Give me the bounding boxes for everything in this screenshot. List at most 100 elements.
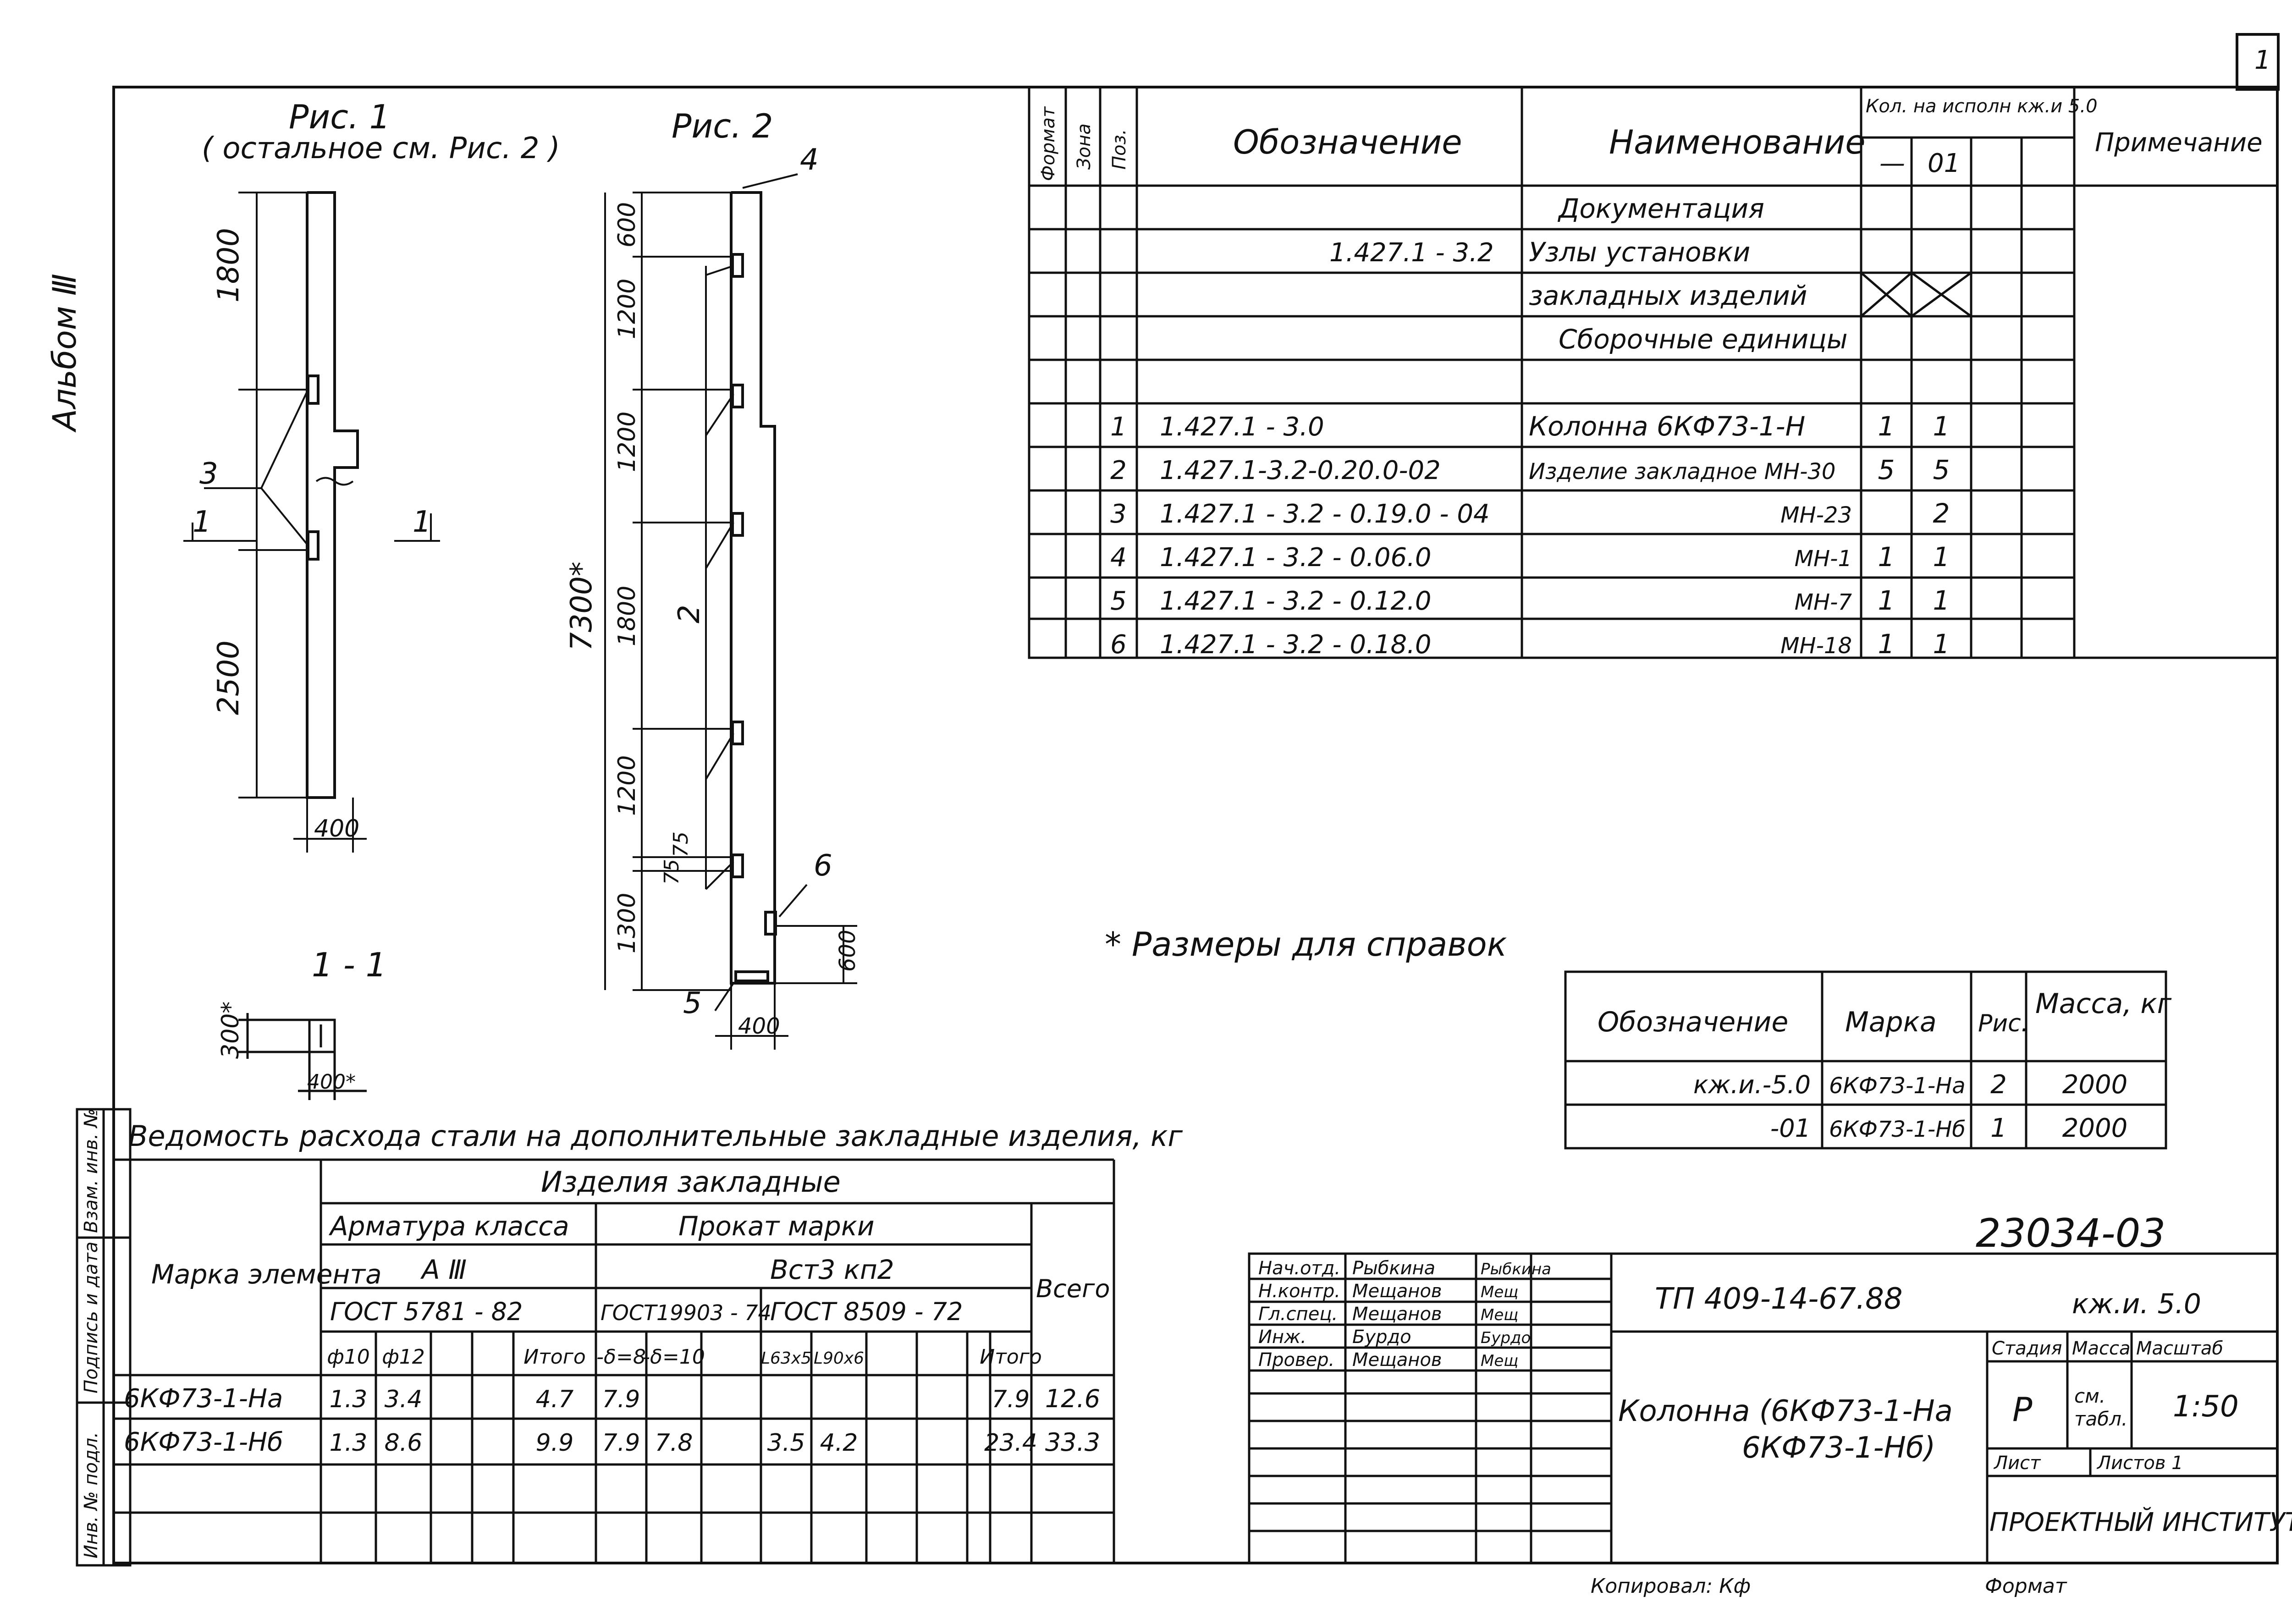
steel-h-mark: Марка элемента bbox=[151, 1259, 382, 1290]
fig2-dim-600: 600 bbox=[613, 202, 641, 248]
fig2-dim-400: 400 bbox=[738, 1013, 780, 1039]
spec-row-qty1: 1 bbox=[1878, 411, 1895, 442]
fig2-callout-5: 5 bbox=[683, 986, 702, 1020]
signer-role: Инж. bbox=[1258, 1327, 1306, 1348]
spec-h-name: Наименование bbox=[1609, 123, 1866, 161]
steel-subheader: -δ=8 bbox=[596, 1345, 646, 1369]
mark-h-mark: Марка bbox=[1845, 1006, 1937, 1038]
signer-signature: Мещ bbox=[1481, 1352, 1518, 1370]
mark-row-mass: 2000 bbox=[2062, 1070, 2128, 1100]
mark-row-fig: 1 bbox=[1990, 1113, 2007, 1143]
spec-row-name: Колонна 6КФ73-1-Н bbox=[1529, 411, 1805, 442]
fig2-dim-75a: 75 bbox=[669, 831, 693, 857]
tb-sheets-label: Листов 1 bbox=[2096, 1453, 2183, 1474]
fig1-subtitle: ( остальное см. Рис. 2 ) bbox=[202, 132, 560, 165]
mark-row-fig: 2 bbox=[1990, 1070, 2007, 1100]
mark-row-mark: 6КФ73-1-Нб bbox=[1829, 1117, 1966, 1142]
steel-subheader: Итого bbox=[980, 1345, 1042, 1369]
steel-h-gost2: ГОСТ19903 - 74 bbox=[601, 1300, 771, 1325]
spec-row-name: Сборочные единицы bbox=[1559, 324, 1848, 355]
steel-h-rolled: Прокат марки bbox=[678, 1211, 875, 1242]
steel-row-cell: 7.9 bbox=[602, 1386, 640, 1413]
steel-title: Ведомость расхода стали на дополнительны… bbox=[128, 1119, 1183, 1153]
steel-row-cell: 7.8 bbox=[655, 1429, 693, 1457]
fig1-dim-2500: 2500 bbox=[212, 640, 246, 715]
signer-signature: Мещ bbox=[1481, 1283, 1518, 1301]
steel-h-gost3: ГОСТ 8509 - 72 bbox=[770, 1297, 963, 1326]
steel-subheader: -δ=10 bbox=[643, 1345, 705, 1369]
tb-scale-label: Масштаб bbox=[2136, 1338, 2223, 1359]
steel-row-cell: 3.5 bbox=[767, 1429, 805, 1457]
spec-row-name: Документация bbox=[1557, 193, 1764, 224]
steel-row-cell: 23.4 bbox=[984, 1429, 1037, 1457]
signer-signature: Мещ bbox=[1481, 1306, 1518, 1324]
footnote: * Размеры для справок bbox=[1105, 925, 1507, 963]
mark-h-fig: Рис. bbox=[1978, 1010, 2028, 1037]
stamp-sign-date: Подпись и дата bbox=[81, 1242, 102, 1393]
steel-row-cell: 4.7 bbox=[536, 1386, 574, 1413]
side-stamp bbox=[76, 1108, 132, 1567]
spec-row-designation: 1.427.1 - 3.2 - 0.18.0 bbox=[1160, 630, 1432, 660]
spec-row-designation: 1.427.1 - 3.2 - 0.19.0 - 04 bbox=[1160, 499, 1490, 529]
mark-h-mass: Масса, кг bbox=[2035, 988, 2172, 1020]
spec-row-pos: 1 bbox=[1110, 412, 1127, 442]
steel-table-grid bbox=[114, 1158, 1115, 1563]
steel-row-total: 33.3 bbox=[1045, 1428, 1100, 1457]
fig2-dim-1200a: 1200 bbox=[613, 279, 641, 339]
spec-row-pos: 6 bbox=[1110, 630, 1127, 660]
tb-format: Формат bbox=[1985, 1574, 2067, 1598]
fig2-dim-1300: 1300 bbox=[613, 893, 641, 953]
spec-row-designation: 1.427.1 - 3.2 - 0.06.0 bbox=[1160, 543, 1432, 573]
spec-row-name: Узлы установки bbox=[1529, 237, 1750, 268]
spec-row-qty2: 2 bbox=[1933, 498, 1950, 529]
fig2-overall: 7300* bbox=[565, 562, 599, 651]
steel-subheader: ф12 bbox=[382, 1345, 425, 1369]
stamp-inv: Инв. № подл. bbox=[81, 1432, 102, 1558]
steel-row-mark: 6КФ73-1-Нб bbox=[124, 1427, 283, 1457]
steel-h-armature: Арматура класса bbox=[328, 1211, 569, 1242]
fig1-dim-1800: 1800 bbox=[212, 228, 246, 303]
spec-h-qty-2: 01 bbox=[1928, 149, 1960, 178]
title-block-grid bbox=[1248, 1252, 2279, 1564]
spec-h-note: Примечание bbox=[2095, 128, 2263, 158]
fig1-dim-400: 400 bbox=[314, 815, 359, 842]
spec-row-qty1: 5 bbox=[1878, 454, 1895, 485]
signer-role: Гл.спец. bbox=[1258, 1304, 1338, 1325]
steel-subheader: L90x6 bbox=[814, 1349, 864, 1368]
fig2-dims bbox=[604, 173, 857, 1050]
steel-row-cell: 7.9 bbox=[992, 1386, 1030, 1413]
spec-row-pos: 5 bbox=[1110, 586, 1127, 616]
spec-row-designation: 1.427.1-3.2-0.20.0-02 bbox=[1160, 456, 1441, 485]
steel-subheader: ф10 bbox=[327, 1345, 370, 1369]
spec-row-pos: 3 bbox=[1110, 499, 1127, 529]
fig2-dim-1200b: 1200 bbox=[613, 412, 641, 472]
steel-row-mark: 6КФ73-1-На bbox=[124, 1384, 283, 1414]
stamp-replace: Взам. инв. № bbox=[81, 1108, 102, 1233]
fig2-dim-600b: 600 bbox=[835, 930, 860, 972]
tb-mass: см. bbox=[2074, 1385, 2105, 1407]
steel-subheader: L63x5 bbox=[761, 1349, 811, 1368]
signer-name: Рыбкина bbox=[1352, 1258, 1435, 1279]
tb-sheet-label: Лист bbox=[1993, 1453, 2041, 1474]
spec-h-zone: Зона bbox=[1074, 123, 1095, 170]
tb-title-1: Колонна (6КФ73-1-На bbox=[1618, 1394, 1953, 1428]
steel-row-cell: 1.3 bbox=[330, 1429, 368, 1457]
spec-table-grid bbox=[1028, 86, 2279, 659]
mark-table-grid bbox=[1564, 970, 2167, 1150]
steel-row-cell: 1.3 bbox=[330, 1386, 368, 1413]
signer-role: Нач.отд. bbox=[1258, 1258, 1340, 1279]
spec-row-name: МН-18 bbox=[1780, 633, 1852, 659]
spec-row-name: Изделие закладное МН-30 bbox=[1529, 459, 1835, 484]
steel-row-cell: 9.9 bbox=[536, 1429, 574, 1457]
tb-stage-label: Стадия bbox=[1992, 1338, 2062, 1359]
spec-h-designation: Обозначение bbox=[1233, 123, 1462, 161]
spec-row-qty1: 1 bbox=[1878, 541, 1895, 573]
steel-row-cell: 8.6 bbox=[385, 1429, 423, 1457]
spec-row-pos: 4 bbox=[1110, 543, 1127, 573]
album-label: Альбом Ⅲ bbox=[46, 274, 83, 433]
spec-row-designation: 1.427.1 - 3.0 bbox=[1160, 412, 1324, 442]
